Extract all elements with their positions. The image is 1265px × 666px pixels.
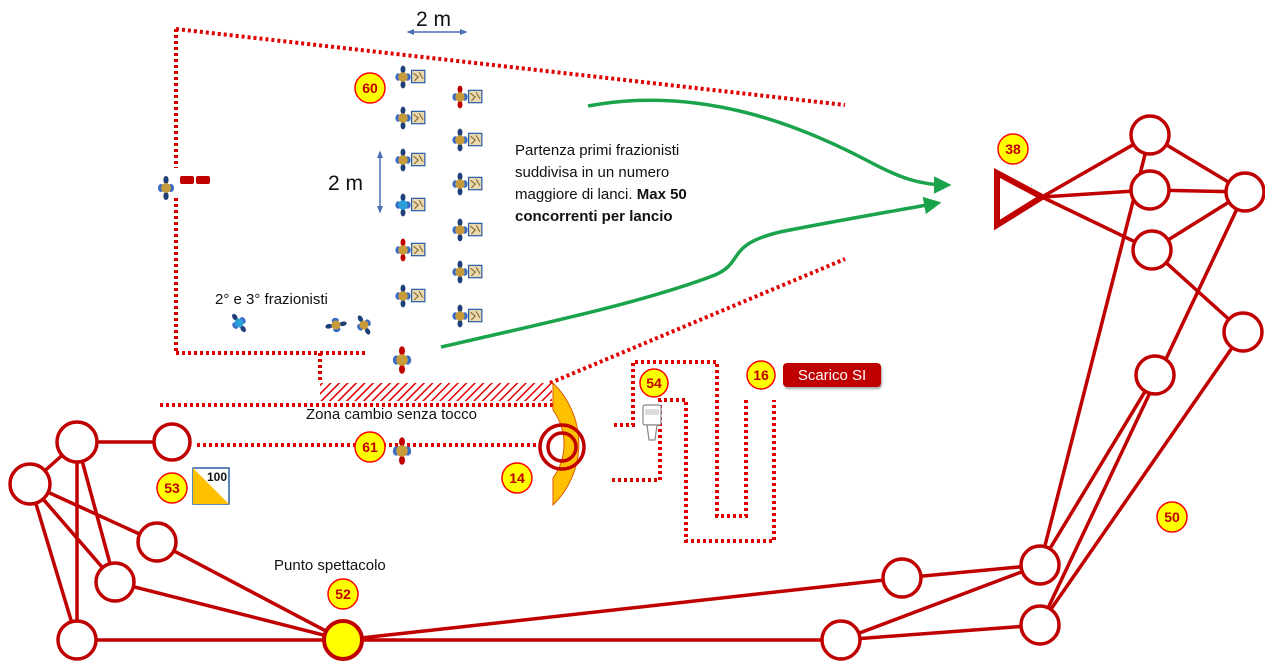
runner-61-icon [392,437,412,465]
svg-text:60: 60 [362,80,378,96]
badge-38: 38 [997,133,1029,165]
control-circles [8,114,1265,661]
si-unit-icon [642,404,662,441]
handover-zone-label: Zona cambio senza tocco [306,406,477,423]
second-third-legs-label: 2° e 3° frazionisti [215,291,328,308]
show-point-label: Punto spettacolo [274,557,386,574]
start-note-bold: Max 50 concorrenti per lancio [515,186,687,225]
width-indicator-top: 2 m [406,8,468,35]
badge-50: 50 [1156,501,1188,533]
start-grid-runners [395,65,483,328]
width-label-top: 2 m [416,8,451,31]
map-flag-value: 100 [207,470,227,484]
width-indicator-side: 2 m [328,150,383,214]
svg-text:38: 38 [1005,141,1021,157]
si-exit-corridor [612,360,776,543]
handover-zone-hatch [320,383,552,401]
badge-60: 60 [354,72,386,104]
badge-52: 52 [327,578,359,610]
route-arrow-lower [440,196,942,349]
svg-text:50: 50 [1164,509,1180,525]
svg-text:53: 53 [164,480,180,496]
badge-61: 61 [354,431,386,463]
gate [180,176,210,184]
show-point-control [322,619,364,661]
badge-14: 14 [501,462,533,494]
gate-marshal-icon [158,176,174,200]
start-note: Partenza primi frazionisti suddivisa in … [515,140,725,228]
badge-54: 54 [639,368,669,398]
svg-text:14: 14 [509,470,525,486]
route-arrow-upper [587,98,952,194]
start-triangle [994,168,1048,231]
svg-text:54: 54 [646,375,662,391]
exit-marshal-icon [392,346,412,374]
badge-53: 53 [156,472,188,504]
start-note-text: Partenza primi frazionisti suddivisa in … [515,142,680,203]
svg-text:16: 16 [753,367,769,383]
svg-text:61: 61 [362,439,378,455]
width-label-side: 2 m [328,172,363,195]
unload-si-button[interactable]: Scarico SI [783,363,881,387]
map-flag-100: 100 [192,467,230,505]
svg-text:52: 52 [335,586,351,602]
badge-16: 16 [746,360,776,390]
start-pen-boundary [160,27,846,407]
control-circle-14 [538,423,586,471]
waiting-runners [226,310,376,338]
